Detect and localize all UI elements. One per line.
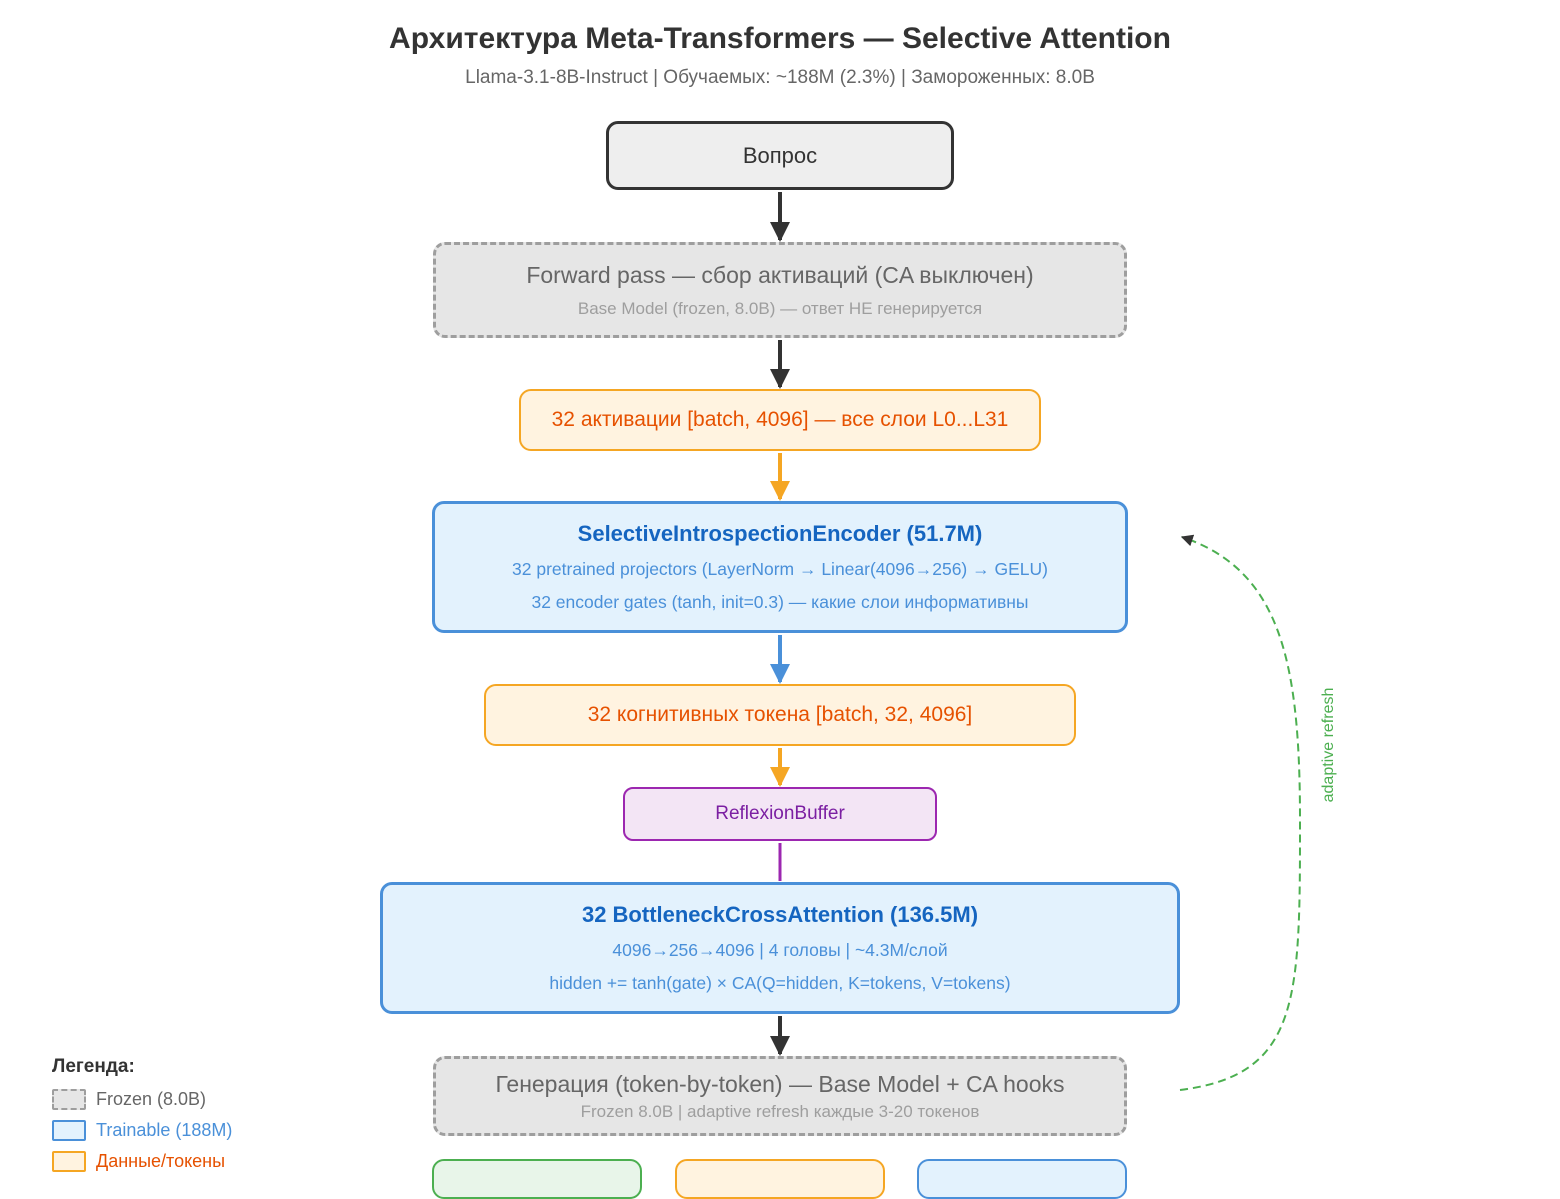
cognitive-tokens-label: 32 когнитивных токена [batch, 32, 4096] — [587, 703, 973, 726]
cross-attention-node: 32 BottleneckCrossAttention (136.5M) 409… — [380, 882, 1180, 1014]
adaptive-refresh-arrow — [1179, 534, 1302, 1091]
cross-attention-line-1: 4096→256→4096 | 4 головы | ~4.3M/слой — [612, 940, 948, 960]
question-label: Вопрос — [742, 142, 818, 168]
encoder-node: SelectiveIntrospectionEncoder (51.7M) 32… — [432, 501, 1128, 633]
generation-subtitle: Frozen 8.0B | adaptive refresh каждые 3-… — [580, 1101, 980, 1121]
adaptive-refresh-label: adaptive refresh — [1320, 687, 1337, 803]
generation-node: Генерация (token-by-token) — Base Model … — [433, 1056, 1127, 1136]
legend-label-trainable: Trainable (188M) — [96, 1119, 233, 1140]
output-box-orange — [675, 1159, 885, 1199]
legend-label-data: Данные/токены — [96, 1150, 226, 1171]
activations-node: 32 активации [batch, 4096] — все слои L0… — [519, 389, 1041, 451]
legend-title: Легенда: — [52, 1056, 135, 1077]
legend-item-trainable: Trainable (188M) — [52, 1118, 232, 1142]
legend-label-frozen: Frozen (8.0B) — [96, 1088, 207, 1109]
legend-item-frozen: Frozen (8.0B) — [52, 1087, 206, 1111]
diagram-subtitle: Llama-3.1-8B-Instruct | Обучаемых: ~188M… — [465, 67, 1095, 88]
output-box-green — [432, 1159, 642, 1199]
legend-swatch-trainable — [52, 1119, 86, 1141]
forward-pass-subtitle: Base Model (frozen, 8.0B) — ответ НЕ ген… — [577, 298, 983, 318]
encoder-line-1: 32 pretrained projectors (LayerNorm → Li… — [512, 559, 1048, 579]
forward-pass-title: Forward pass — сбор активаций (CA выключ… — [526, 261, 1034, 288]
generation-title: Генерация (token-by-token) — Base Model … — [495, 1070, 1065, 1097]
question-node: Вопрос — [606, 121, 954, 190]
legend-item-data: Данные/токены — [52, 1149, 225, 1173]
output-box-blue — [917, 1159, 1127, 1199]
forward-pass-node: Forward pass — сбор активаций (CA выключ… — [433, 242, 1127, 338]
activations-label: 32 активации [batch, 4096] — все слои L0… — [551, 408, 1009, 431]
cross-attention-line-2: hidden += tanh(gate) × CA(Q=hidden, K=to… — [549, 973, 1011, 993]
legend-swatch-frozen — [52, 1088, 86, 1110]
legend-swatch-data — [52, 1150, 86, 1172]
reflexion-buffer-node: ReflexionBuffer — [623, 787, 937, 841]
reflexion-buffer-label: ReflexionBuffer — [715, 803, 845, 824]
cognitive-tokens-node: 32 когнитивных токена [batch, 32, 4096] — [484, 684, 1076, 746]
encoder-title: SelectiveIntrospectionEncoder (51.7M) — [577, 521, 983, 546]
encoder-line-2: 32 encoder gates (tanh, init=0.3) — каки… — [531, 592, 1029, 612]
diagram-title: Архитектура Meta-Transformers — Selectiv… — [389, 22, 1171, 55]
cross-attention-title: 32 BottleneckCrossAttention (136.5M) — [581, 902, 979, 927]
